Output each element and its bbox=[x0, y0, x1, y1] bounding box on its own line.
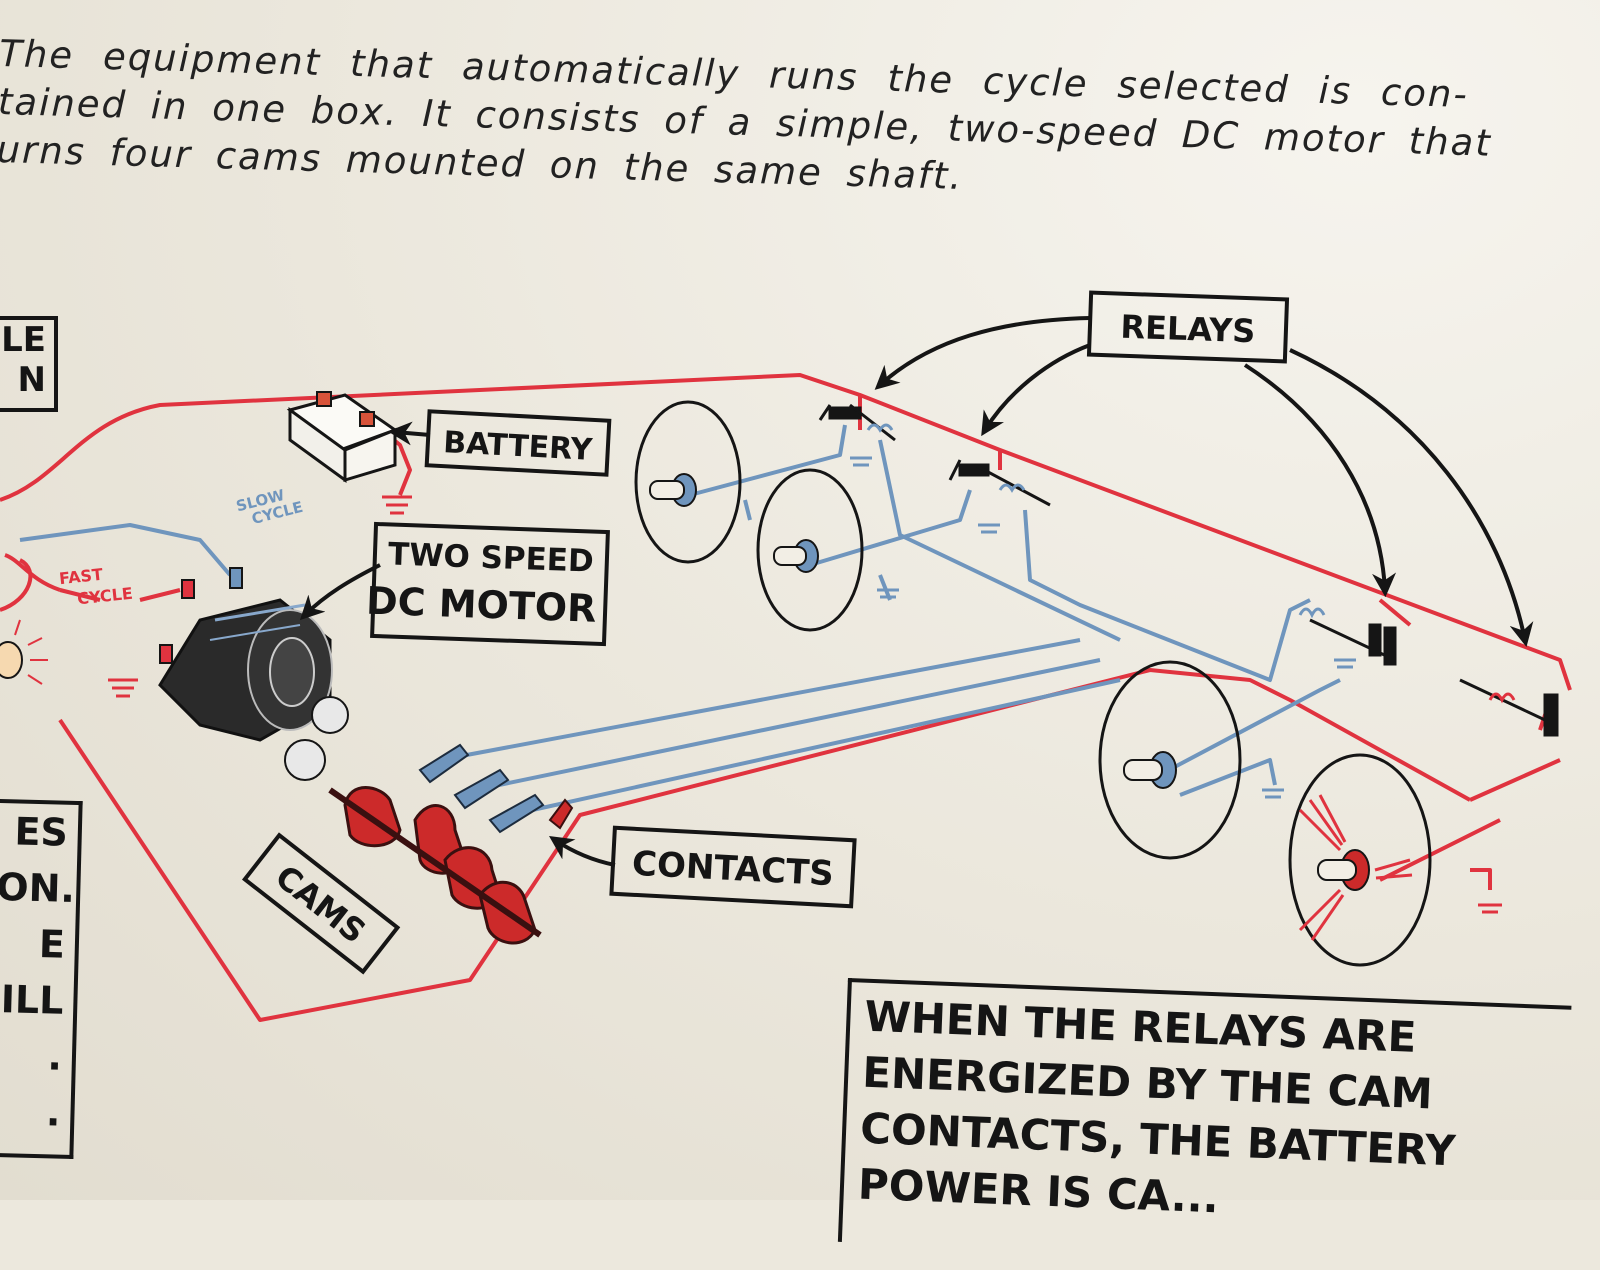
motor-label: TWO SPEED DC MOTOR bbox=[365, 521, 610, 647]
battery-label: BATTERY bbox=[424, 409, 612, 477]
left-edge-bottom-line: ON. bbox=[0, 864, 76, 911]
left-edge-top-line: LE bbox=[1, 320, 46, 360]
cams-label: CAMS bbox=[241, 832, 401, 975]
contacts-text: CONTACTS bbox=[631, 844, 835, 895]
cam-disc-2 bbox=[756, 468, 864, 632]
battery-drawing bbox=[286, 391, 399, 483]
dc-motor-drawing bbox=[158, 567, 349, 781]
contacts-drawing bbox=[418, 743, 574, 834]
contacts-label: CONTACTS bbox=[609, 825, 857, 909]
wiring-diagram: RELAYS BATTERY TWO SPEED DC MOTOR CONTAC… bbox=[0, 290, 1572, 1022]
left-edge-bottom-box: ES ON. E ILL . . bbox=[0, 798, 83, 1160]
left-edge-top-line: N bbox=[17, 360, 46, 400]
left-edge-bottom-line: ES bbox=[13, 809, 69, 855]
relays-label: RELAYS bbox=[1086, 290, 1290, 364]
relay-3 bbox=[1298, 607, 1397, 666]
left-edge-bottom-line: ILL bbox=[0, 977, 65, 1023]
relay-2 bbox=[948, 459, 1051, 507]
cam-disc-4-active bbox=[1288, 753, 1432, 967]
relays-text: RELAYS bbox=[1120, 308, 1256, 351]
relay-1 bbox=[818, 403, 896, 442]
fast-cycle-label: FAST CYCLE bbox=[58, 565, 134, 609]
left-edge-bottom-line: E bbox=[38, 922, 66, 967]
ground-symbols-blue bbox=[850, 456, 1356, 799]
paper-background bbox=[0, 0, 1600, 1200]
left-edge-bottom-line: . bbox=[45, 1090, 62, 1135]
ground-symbols-red bbox=[108, 495, 1502, 914]
fast-cycle-text-2: CYCLE bbox=[76, 584, 133, 609]
battery-text: BATTERY bbox=[442, 425, 594, 468]
motor-text-line2: DC MOTOR bbox=[365, 579, 597, 631]
slow-cycle-label: SLOW CYCLE bbox=[234, 486, 304, 528]
label-arrows bbox=[299, 316, 1534, 867]
fast-cycle-text-1: FAST bbox=[58, 565, 104, 588]
motor-text-line1: TWO SPEED bbox=[388, 536, 595, 579]
cams-drawing bbox=[328, 786, 542, 945]
left-edge-top-box: LE N bbox=[0, 316, 58, 412]
relay-note-box: WHEN THE RELAYS ARE ENERGIZED BY THE CAM… bbox=[837, 978, 1572, 1270]
relay-4 bbox=[1459, 678, 1559, 737]
cam-disc-1 bbox=[634, 400, 742, 564]
lamp-icon bbox=[0, 619, 48, 685]
left-edge-bottom-line: . bbox=[46, 1034, 63, 1079]
cam-disc-3 bbox=[1098, 660, 1242, 860]
